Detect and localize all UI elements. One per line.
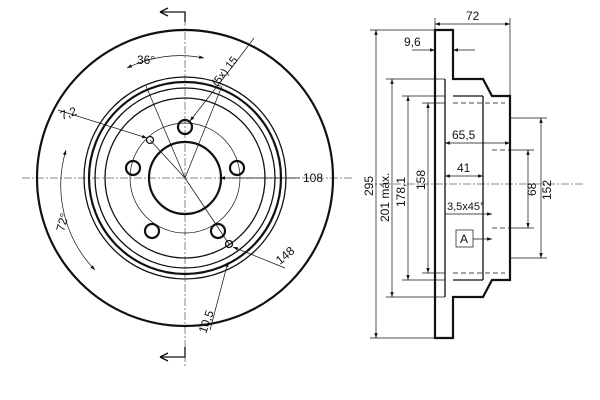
angle-ray-36b [184, 85, 223, 179]
rotor-outer-edge [35, 28, 335, 328]
chamfer-dim: 3,5x45° [447, 201, 484, 213]
bolt-circle-dim: 152 [540, 180, 554, 200]
datum-box [455, 229, 474, 248]
bolt-hole [209, 222, 227, 240]
hat-depth-dim: 65,5 [452, 128, 476, 142]
angle-36-label: 36° [137, 53, 155, 67]
bolt-spec-label: (5x) 15 [210, 54, 241, 88]
center-bore-dim: 68 [525, 182, 539, 196]
minor-dim: 10,5 [196, 308, 217, 335]
hat-inner-dim: 158 [414, 170, 428, 190]
bolt-hole [176, 118, 194, 136]
front-view: 36° (5x) 15 7,2 108 148 10,5 72° [22, 7, 352, 368]
inner-depth-dim: 41 [457, 161, 471, 175]
section-marker-top [160, 11, 186, 22]
section-marker-bottom [160, 347, 186, 358]
datum-label: A [460, 232, 468, 246]
angle-36-arc [126, 55, 205, 69]
angle-72-label: 72° [53, 211, 71, 232]
rotor-section-profile [433, 28, 512, 340]
hat-outer-dim: 178,1 [394, 177, 408, 207]
pitch-circle-dim: 148 [273, 243, 298, 267]
bolt-hole [143, 222, 161, 240]
angle-ray-36 [145, 85, 186, 179]
outer-dia-dim: 295 [362, 176, 376, 196]
braking-dia-dim: 201 máx. [378, 173, 392, 222]
pin-hole [145, 135, 155, 145]
flange-thickness-dim: 9,6 [404, 35, 421, 49]
pin-hole [224, 239, 234, 249]
bolt-hole [124, 159, 142, 177]
total-height-dim: 72 [466, 9, 480, 23]
section-view: 72 9,6 65,5 41 3,5x45° A 295 201 máx. 17… [362, 9, 585, 340]
pin-hole-dim: 7,2 [58, 104, 79, 123]
hub-bore-dim: 108 [303, 171, 323, 185]
bolt-hole [228, 159, 246, 177]
angle-72-arc [60, 149, 96, 271]
